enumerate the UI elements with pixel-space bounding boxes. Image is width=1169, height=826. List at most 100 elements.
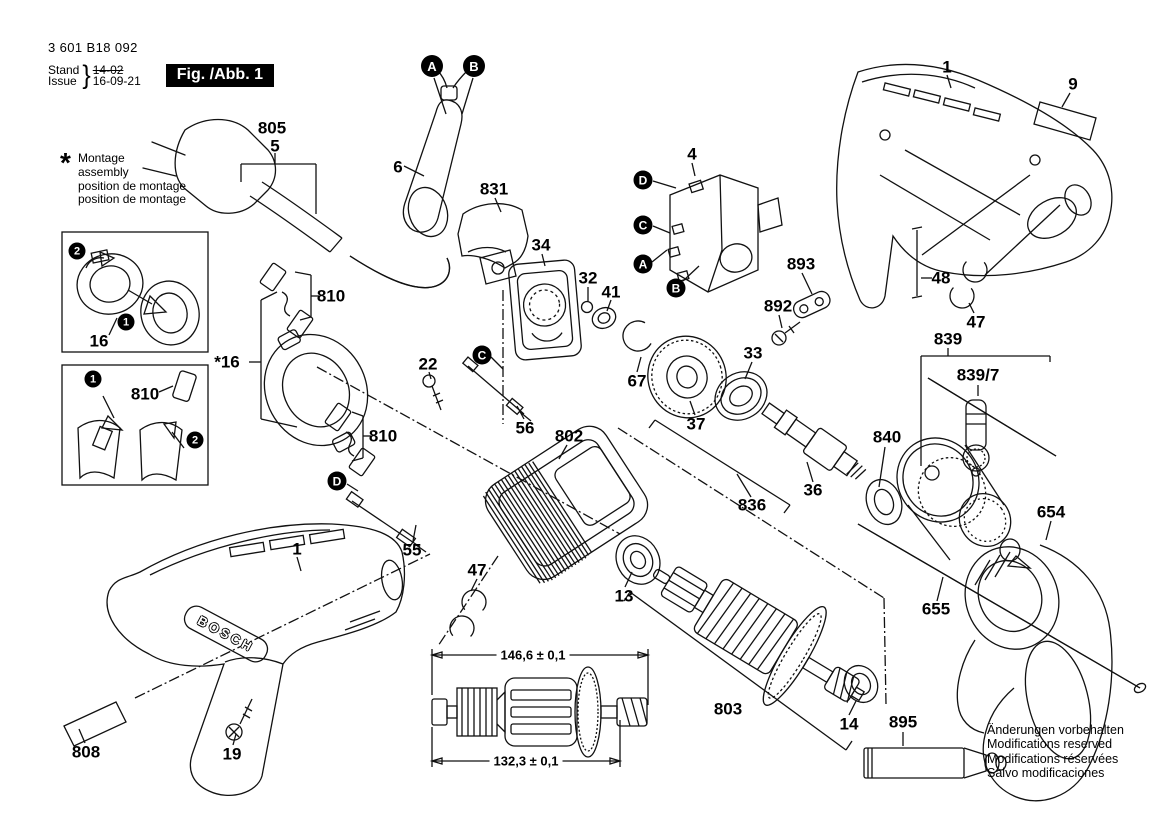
part-callout: 55 — [402, 540, 422, 560]
part-callout: 16 — [89, 331, 109, 351]
part-callout: 48 — [931, 268, 951, 288]
note-line: Modifications réservées — [987, 751, 1119, 766]
bearing-13-drawing — [615, 535, 661, 585]
spindle-36-drawing — [761, 402, 867, 480]
part-callout: 9 — [1068, 74, 1078, 94]
part-callout: 836 — [737, 495, 767, 515]
nameplate-9-drawing — [1033, 101, 1097, 141]
part-callout: 839 — [933, 329, 963, 349]
brace-glyph: } — [82, 60, 91, 90]
screw-892-drawing — [771, 321, 801, 346]
assembly-marker-B: B — [463, 55, 485, 77]
drill-housing-drawing — [106, 523, 406, 796]
housing-half-drawing — [836, 63, 1113, 309]
part-callout: 654 — [1036, 502, 1066, 522]
part-callout: 893 — [786, 254, 816, 274]
brush-holder-893-drawing — [792, 290, 831, 319]
assembly-marker-B: B — [666, 278, 686, 298]
step-marker: 2 — [68, 242, 86, 260]
part-callout: 67 — [627, 371, 647, 391]
aux-handle-drawing — [956, 544, 1113, 802]
part-callout: 13 — [614, 586, 634, 606]
power-cord-drawing — [142, 118, 451, 289]
part-callout: 47 — [966, 312, 986, 332]
part-callout: 33 — [743, 343, 763, 363]
note-line: Änderungen vorbehalten — [987, 723, 1124, 737]
part-callout: 41 — [601, 282, 621, 302]
stator-drawing — [482, 425, 649, 584]
part-callout: 810 — [130, 384, 160, 404]
chuck-key-drawing — [927, 377, 1057, 477]
bearing-14-drawing — [843, 664, 879, 704]
legend-line: position de montage — [78, 192, 187, 207]
pin-48-drawing — [911, 226, 923, 299]
stand-label: Stand — [48, 62, 80, 77]
issue-label: Issue — [48, 73, 77, 88]
part-callout: 1 — [942, 57, 952, 77]
part-callout: 895 — [888, 712, 918, 732]
assembly-marker-A: A — [633, 254, 653, 274]
part-callout: 34 — [531, 235, 551, 255]
wire-56-drawing — [461, 356, 532, 422]
brush-plate-drawing — [263, 329, 369, 453]
part-callout: 36 — [803, 480, 823, 500]
part-callout: 37 — [686, 414, 706, 434]
assembly-marker-C: C — [472, 345, 492, 365]
legend-line: assembly — [78, 164, 129, 179]
issue-date: 16-09-21 — [92, 73, 141, 88]
armature-drawing — [652, 566, 866, 706]
step-marker: 1 — [84, 370, 102, 388]
ball-32-drawing — [580, 300, 594, 314]
part-callout: 802 — [554, 426, 584, 446]
leader-lines — [78, 74, 1071, 751]
part-callout: 56 — [515, 418, 535, 438]
assembly-marker-D: D — [327, 471, 347, 491]
part-callout: 810 — [316, 286, 346, 306]
part-callout: 14 — [839, 714, 859, 734]
part-callout: 892 — [763, 296, 793, 316]
bearing-41-drawing — [591, 306, 617, 330]
brush-cover-drawing — [457, 202, 529, 285]
part-callout: 32 — [578, 268, 598, 288]
brushes-810-lower-drawing — [324, 402, 376, 477]
part-callout: *16 — [214, 352, 240, 372]
axis-lines — [134, 290, 887, 705]
assembly-marker-C: C — [633, 215, 653, 235]
brush-holder-clips-47-drawing — [949, 257, 988, 309]
legend-line: position de montage — [78, 178, 187, 193]
brushes-810-upper-drawing — [259, 262, 314, 339]
part-callout: 5 — [270, 136, 280, 156]
brush-holder-clips-47b-drawing — [449, 589, 487, 641]
part-number: 3 601 B18 092 — [48, 40, 138, 55]
retaining-clip-67-drawing — [622, 320, 654, 352]
part-callout: 4 — [687, 144, 697, 164]
sticker-808-drawing — [63, 701, 127, 747]
figure-label: Fig. /Abb. 1 — [165, 64, 274, 87]
note-line: Salvo modificaciones — [987, 765, 1105, 780]
dimension-lines — [429, 649, 651, 767]
bearing-plate-drawing — [508, 259, 582, 361]
part-callout: 6 — [393, 157, 403, 177]
part-callout: 810 — [368, 426, 398, 446]
assembly-marker-D: D — [633, 170, 653, 190]
modification-notes: Änderungen vorbehalten Modifications res… — [987, 723, 1124, 780]
inset-detail-2 — [61, 364, 209, 486]
step-marker: 2 — [186, 431, 204, 449]
bearing-33-drawing — [714, 371, 768, 421]
depth-rod-drawing — [857, 523, 1147, 694]
part-callout: 655 — [921, 599, 951, 619]
part-callout: 805 — [257, 118, 287, 138]
title-block: 3 601 B18 092 Stand Issue } 14-02 16-09-… — [48, 40, 274, 90]
assembly-marker-A: A — [421, 55, 443, 77]
note-line: Modifications reserved — [987, 737, 1113, 752]
armature-detail-drawing — [431, 666, 648, 758]
switch-drawing — [667, 174, 783, 293]
asterisk-marker: * — [60, 147, 71, 178]
washer-840-drawing — [865, 478, 903, 526]
part-callout: 839/7 — [956, 365, 1000, 385]
part-callout: 840 — [872, 427, 902, 447]
inset-detail-1 — [61, 231, 209, 353]
part-callout: 803 — [713, 699, 743, 719]
